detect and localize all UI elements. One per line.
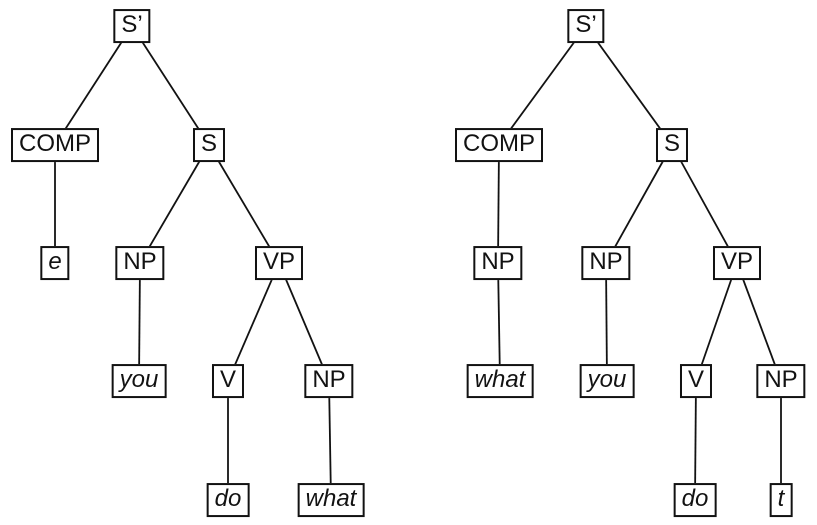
tree-edge-left-tree-np-obj-what — [328, 380, 332, 501]
tree-edge-right-tree-vp-np-obj — [736, 262, 782, 382]
tree-node-left-tree-s: S — [192, 128, 226, 162]
tree-node-left-tree-what: what — [297, 483, 365, 517]
tree-edge-left-tree-s-np-subj — [139, 144, 210, 264]
tree-edge-left-tree-vp-v — [227, 262, 280, 382]
tree-edge-right-tree-np-comp-what — [497, 262, 501, 382]
tree-edge-right-tree-s-bar-s — [585, 25, 673, 146]
tree-node-left-tree-np-obj: NP — [304, 364, 354, 398]
tree-edge-right-tree-s-np-subj — [605, 144, 673, 264]
tree-node-right-tree-what: what — [466, 364, 534, 398]
tree-edge-left-tree-s-bar-s — [131, 25, 210, 146]
tree-node-right-tree-np-subj: NP — [581, 246, 631, 280]
tree-node-left-tree-np-subj: NP — [115, 246, 165, 280]
tree-node-right-tree-do: do — [673, 483, 717, 517]
tree-edge-left-tree-s-bar-comp — [54, 25, 133, 146]
tree-edge-left-tree-vp-np-obj — [278, 262, 330, 382]
tree-node-left-tree-do: do — [206, 483, 250, 517]
tree-node-right-tree-vp: VP — [712, 246, 762, 280]
tree-edge-right-tree-v-do — [694, 380, 697, 501]
tree-edge-right-tree-vp-v — [695, 262, 738, 382]
tree-node-right-tree-t: t — [769, 483, 793, 517]
tree-node-right-tree-comp: COMP — [455, 128, 543, 162]
tree-edge-left-tree-s-vp — [208, 144, 280, 264]
tree-edge-right-tree-s-bar-comp — [498, 25, 587, 146]
tree-node-left-tree-v: V — [211, 364, 245, 398]
tree-node-right-tree-you: you — [579, 364, 635, 398]
tree-node-right-tree-s-bar: S’ — [567, 9, 605, 43]
tree-node-right-tree-v: V — [679, 364, 713, 398]
tree-node-right-tree-np-comp: NP — [473, 246, 523, 280]
tree-node-right-tree-np-obj: NP — [756, 364, 806, 398]
tree-node-left-tree-s-bar: S’ — [113, 9, 151, 43]
tree-node-left-tree-vp: VP — [254, 246, 304, 280]
tree-edge-right-tree-s-vp — [671, 144, 738, 264]
tree-node-left-tree-e: e — [40, 246, 70, 280]
tree-edge-right-tree-comp-np-comp — [497, 144, 500, 264]
tree-node-left-tree-you: you — [111, 364, 167, 398]
tree-node-left-tree-comp: COMP — [11, 128, 99, 162]
tree-edge-right-tree-np-subj-you — [605, 262, 608, 382]
tree-edge-left-tree-np-subj-you — [138, 262, 141, 382]
tree-node-right-tree-s: S — [655, 128, 689, 162]
